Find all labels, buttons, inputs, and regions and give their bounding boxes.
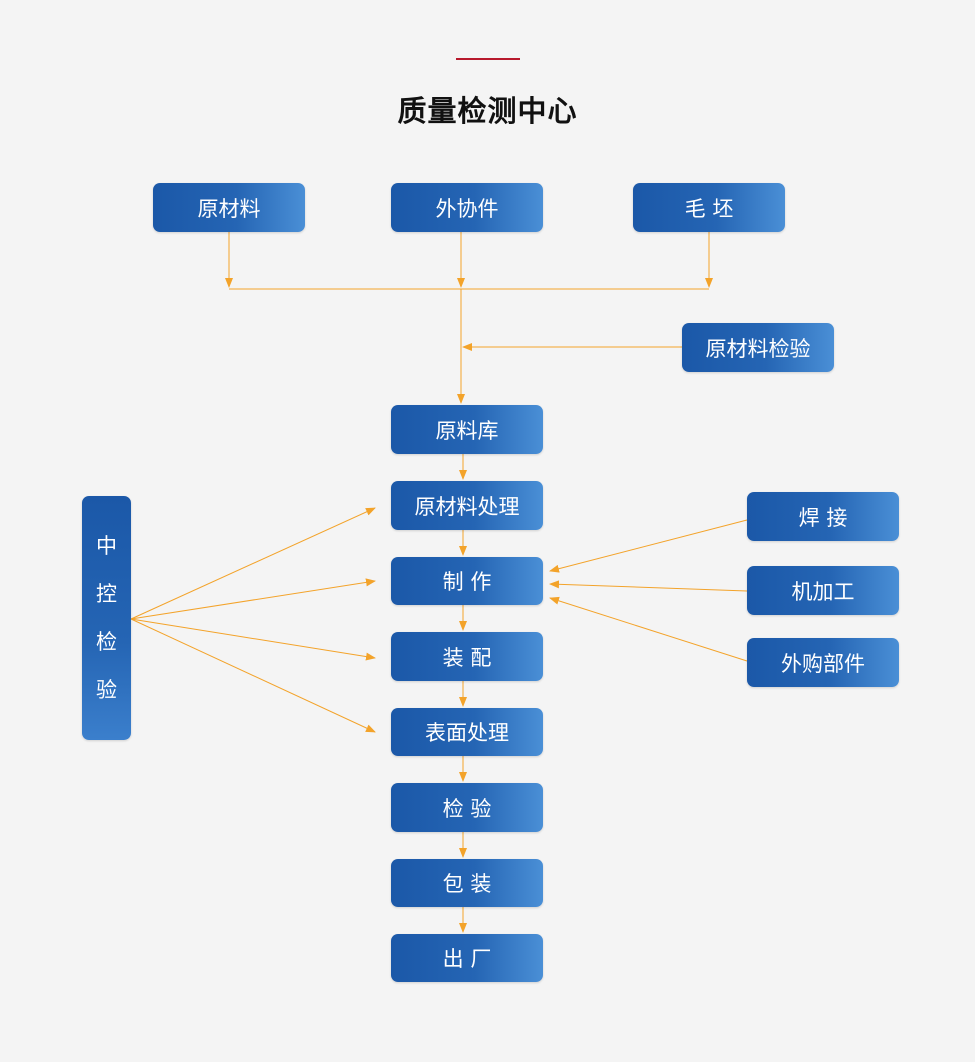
raw-material-box: 原材料 — [153, 183, 305, 232]
arrow-inspect-making — [130, 578, 376, 620]
making-box: 制 作 — [391, 557, 543, 605]
midway-inspection-char: 控 — [96, 582, 117, 606]
arrow-purchased — [549, 596, 748, 662]
arrow-machining — [549, 580, 748, 592]
midway-inspection-box: 中 控 检 验 — [82, 496, 131, 740]
midway-inspection-char: 检 — [96, 630, 117, 654]
purchased-parts-box: 外购部件 — [747, 638, 899, 687]
factory-exit-box: 出 厂 — [391, 934, 543, 982]
surface-treatment-box: 表面处理 — [391, 708, 543, 756]
midway-inspection-char: 中 — [96, 534, 117, 558]
welding-box: 焊 接 — [747, 492, 899, 541]
raw-material-inspection-box: 原材料检验 — [682, 323, 834, 372]
page-title: 质量检测中心 — [397, 94, 578, 128]
material-processing-box: 原材料处理 — [391, 481, 543, 530]
warehouse-box: 原料库 — [391, 405, 543, 454]
arrow-inspect-processing — [130, 507, 376, 620]
title-accent-line — [456, 58, 520, 60]
arrow-inspect-surface — [130, 618, 376, 733]
arrow-welding — [549, 519, 748, 573]
arrow-inspect-assembly — [130, 618, 376, 661]
inspection-box: 检 验 — [391, 783, 543, 832]
machining-box: 机加工 — [747, 566, 899, 615]
outsourced-parts-box: 外协件 — [391, 183, 543, 232]
assembly-box: 装 配 — [391, 632, 543, 681]
blank-box: 毛 坯 — [633, 183, 785, 232]
packaging-box: 包 装 — [391, 859, 543, 907]
midway-inspection-char: 验 — [96, 678, 117, 702]
